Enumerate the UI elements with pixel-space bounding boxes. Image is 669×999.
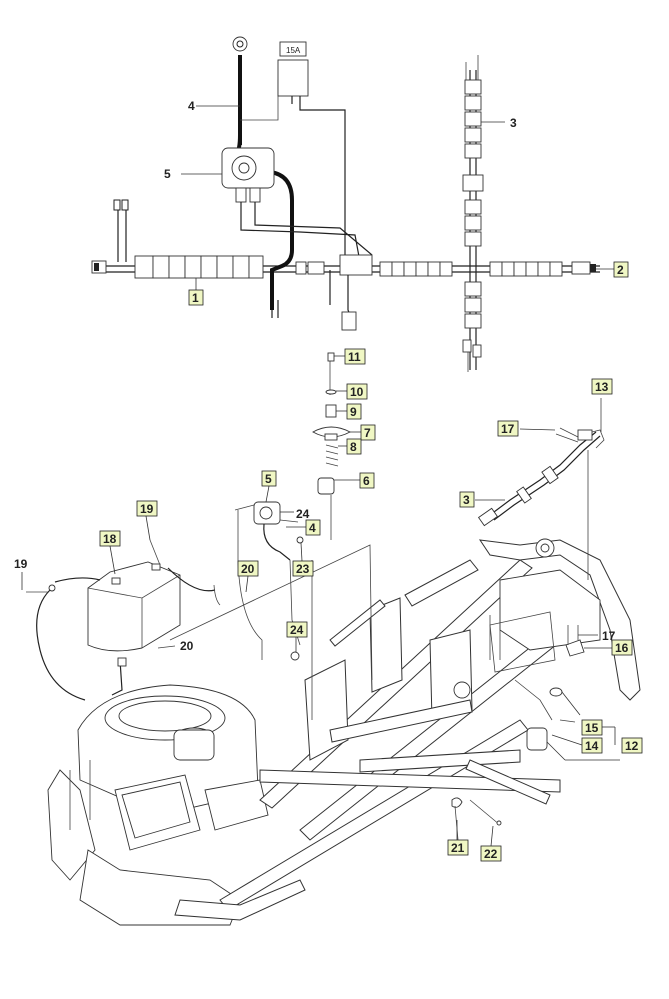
callout-2: 2: [617, 263, 624, 277]
callout-17: 17: [602, 629, 616, 643]
callout-1: 1: [192, 291, 199, 305]
seat-switch-stack: [312, 352, 351, 540]
tractor-frame: [174, 538, 641, 921]
callout-15: 15: [585, 721, 599, 735]
callout-20: 20: [180, 639, 194, 653]
callout-19: 19: [14, 557, 28, 571]
wiring-harness: 15A: [91, 36, 629, 372]
callout-4-chassis: 4: [309, 521, 316, 535]
callout-19-box: 19: [140, 502, 154, 516]
main-harness-sleeve: [91, 255, 600, 279]
harness-junction: [295, 254, 373, 331]
battery-cables: [232, 36, 294, 318]
callout-18: 18: [103, 532, 117, 546]
engine: [47, 684, 269, 926]
callouts-chassis: 11 10 9 7 8 6 5 24 4 23: [14, 348, 643, 862]
callout-3: 3: [510, 116, 517, 130]
callout-23: 23: [296, 562, 310, 576]
callout-8: 8: [350, 440, 357, 454]
callout-5-chassis: 5: [265, 472, 272, 486]
callout-11: 11: [348, 350, 361, 364]
callout-10: 10: [350, 385, 364, 399]
callout-3-chassis: 3: [463, 493, 470, 507]
callout-box: [613, 261, 629, 278]
callout-17-box: 17: [501, 422, 515, 436]
callout-12: 12: [625, 739, 639, 753]
callout-14: 14: [585, 739, 599, 753]
callout-16: 16: [615, 641, 629, 655]
callout-21: 21: [451, 841, 465, 855]
fuse-holder: 15A: [277, 41, 346, 260]
callout-7: 7: [364, 426, 371, 440]
battery-assembly: [26, 539, 221, 701]
callout-22: 22: [484, 847, 498, 861]
callout-24-top: 24: [296, 507, 310, 521]
left-branch-wires: [113, 199, 129, 262]
misc-parts: [169, 510, 585, 841]
vertical-harness-branch: [462, 55, 484, 372]
callout-box: [188, 289, 204, 306]
starter-solenoid: [221, 147, 373, 263]
chassis-solenoid: [234, 501, 304, 561]
callout-4: 4: [188, 99, 195, 113]
front-harness: [477, 398, 605, 580]
callout-5: 5: [164, 167, 171, 181]
callout-6: 6: [363, 474, 370, 488]
fuse-rating-label: 15A: [286, 46, 301, 55]
callout-20-box: 20: [241, 562, 255, 576]
callout-9: 9: [350, 405, 357, 419]
callout-13: 13: [595, 380, 609, 394]
callout-24-box: 24: [290, 623, 304, 637]
